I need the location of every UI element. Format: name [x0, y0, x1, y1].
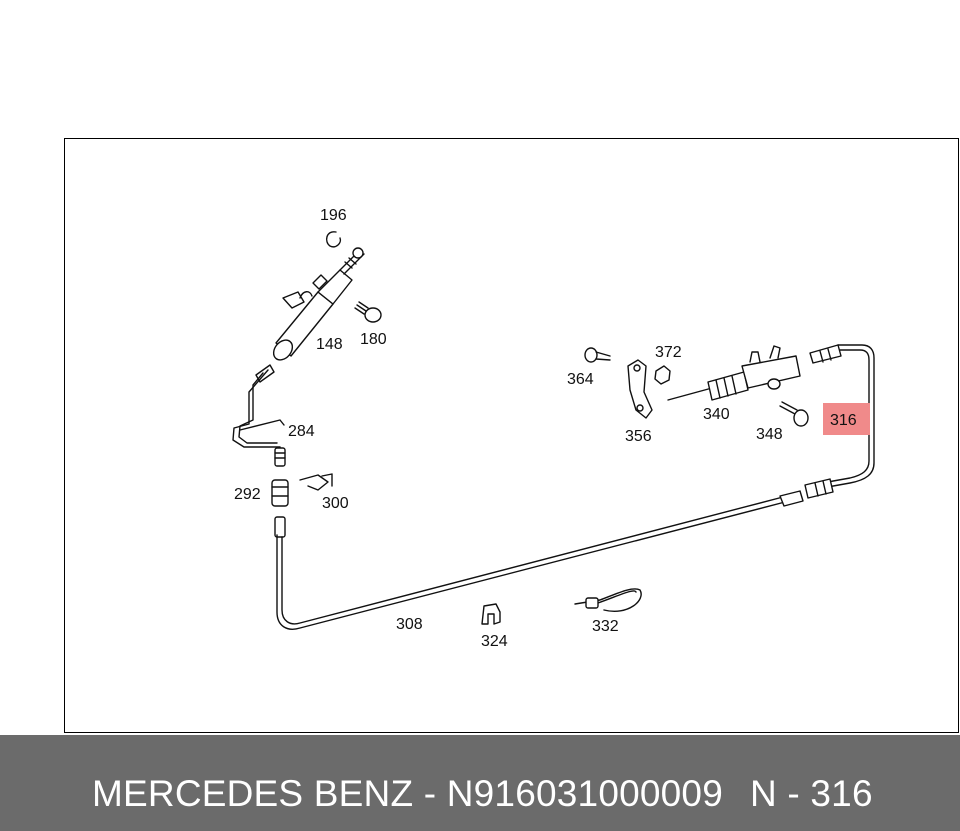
callout-372: 372 — [655, 344, 682, 361]
footer-bar: MERCEDES BENZ - N916031000009 N - 316 — [0, 735, 960, 831]
slave-cylinder-part — [667, 345, 801, 401]
callout-340: 340 — [703, 406, 730, 423]
master-cylinder-part — [272, 247, 365, 361]
callout-308: 308 — [396, 616, 423, 633]
circlip-part — [325, 231, 342, 248]
clip-300-part — [299, 473, 333, 491]
callout-196: 196 — [320, 207, 347, 224]
cable-tie-332-part — [574, 588, 642, 612]
callout-348: 348 — [756, 426, 783, 443]
bolt-364-part — [584, 347, 611, 363]
highlight-box — [823, 403, 870, 435]
callout-300: 300 — [322, 495, 349, 512]
callout-324: 324 — [481, 633, 508, 650]
part-number-text: MERCEDES BENZ - N916031000009 — [92, 773, 723, 814]
callout-364: 364 — [567, 371, 594, 388]
callout-332: 332 — [592, 618, 619, 635]
lever-356-part — [627, 359, 653, 419]
pipe-284-part — [232, 364, 286, 467]
diagram-frame — [64, 138, 959, 733]
callout-292: 292 — [234, 486, 261, 503]
clip-324-part — [481, 603, 501, 625]
callout-316: 316 — [830, 412, 857, 429]
callout-180: 180 — [360, 331, 387, 348]
callout-284: 284 — [288, 423, 315, 440]
callout-356: 356 — [625, 428, 652, 445]
reference-number-text: N - 316 — [750, 773, 873, 814]
pipe-308-part — [274, 490, 804, 630]
callout-148: 148 — [316, 336, 343, 353]
nut-372-part — [654, 365, 671, 385]
fitting-292-part — [271, 479, 289, 507]
bolt-348-part — [779, 401, 809, 427]
bolt-180-part — [354, 301, 382, 323]
